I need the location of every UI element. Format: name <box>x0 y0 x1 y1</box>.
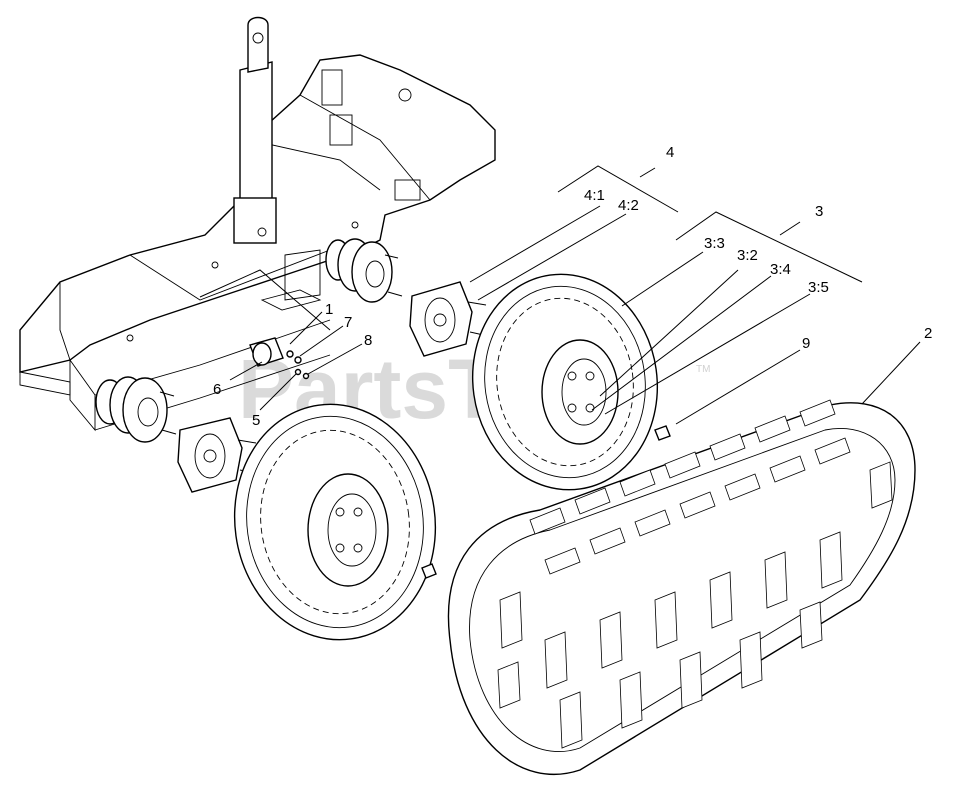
spacer-adapter-right <box>409 281 489 357</box>
callout-8: 8 <box>364 332 372 349</box>
callout-3-4: 3:4 <box>770 261 791 278</box>
rubber-track <box>447 399 916 775</box>
callout-6: 6 <box>213 381 221 398</box>
track-lugs <box>497 399 893 749</box>
callout-4: 4 <box>666 144 674 161</box>
hub-assembly-right <box>325 238 403 303</box>
wheel-tire-right <box>471 273 671 491</box>
callout-7: 7 <box>344 314 352 331</box>
leader-lines <box>199 165 921 425</box>
watermark-tm: TM <box>696 364 710 375</box>
callout-3: 3 <box>815 203 823 220</box>
callout-5: 5 <box>252 412 260 429</box>
wheel-tire-left <box>233 403 437 641</box>
callout-3-2: 3:2 <box>737 247 758 264</box>
callout-2: 2 <box>924 325 932 342</box>
callout-3-5: 3:5 <box>808 279 829 296</box>
callout-9: 9 <box>802 335 810 352</box>
callout-1: 1 <box>325 301 333 318</box>
small-parts-group <box>249 337 310 380</box>
callout-labels: 4 4:1 4:2 3 3:3 3:2 3:4 3:5 2 9 1 7 8 6 … <box>213 144 932 429</box>
callout-3-3: 3:3 <box>704 235 725 252</box>
callout-4-1: 4:1 <box>584 187 605 204</box>
callout-4-2: 4:2 <box>618 197 639 214</box>
spacer-adapter-left <box>177 417 259 493</box>
mower-frame <box>19 16 496 432</box>
hub-assembly-left <box>95 376 177 443</box>
